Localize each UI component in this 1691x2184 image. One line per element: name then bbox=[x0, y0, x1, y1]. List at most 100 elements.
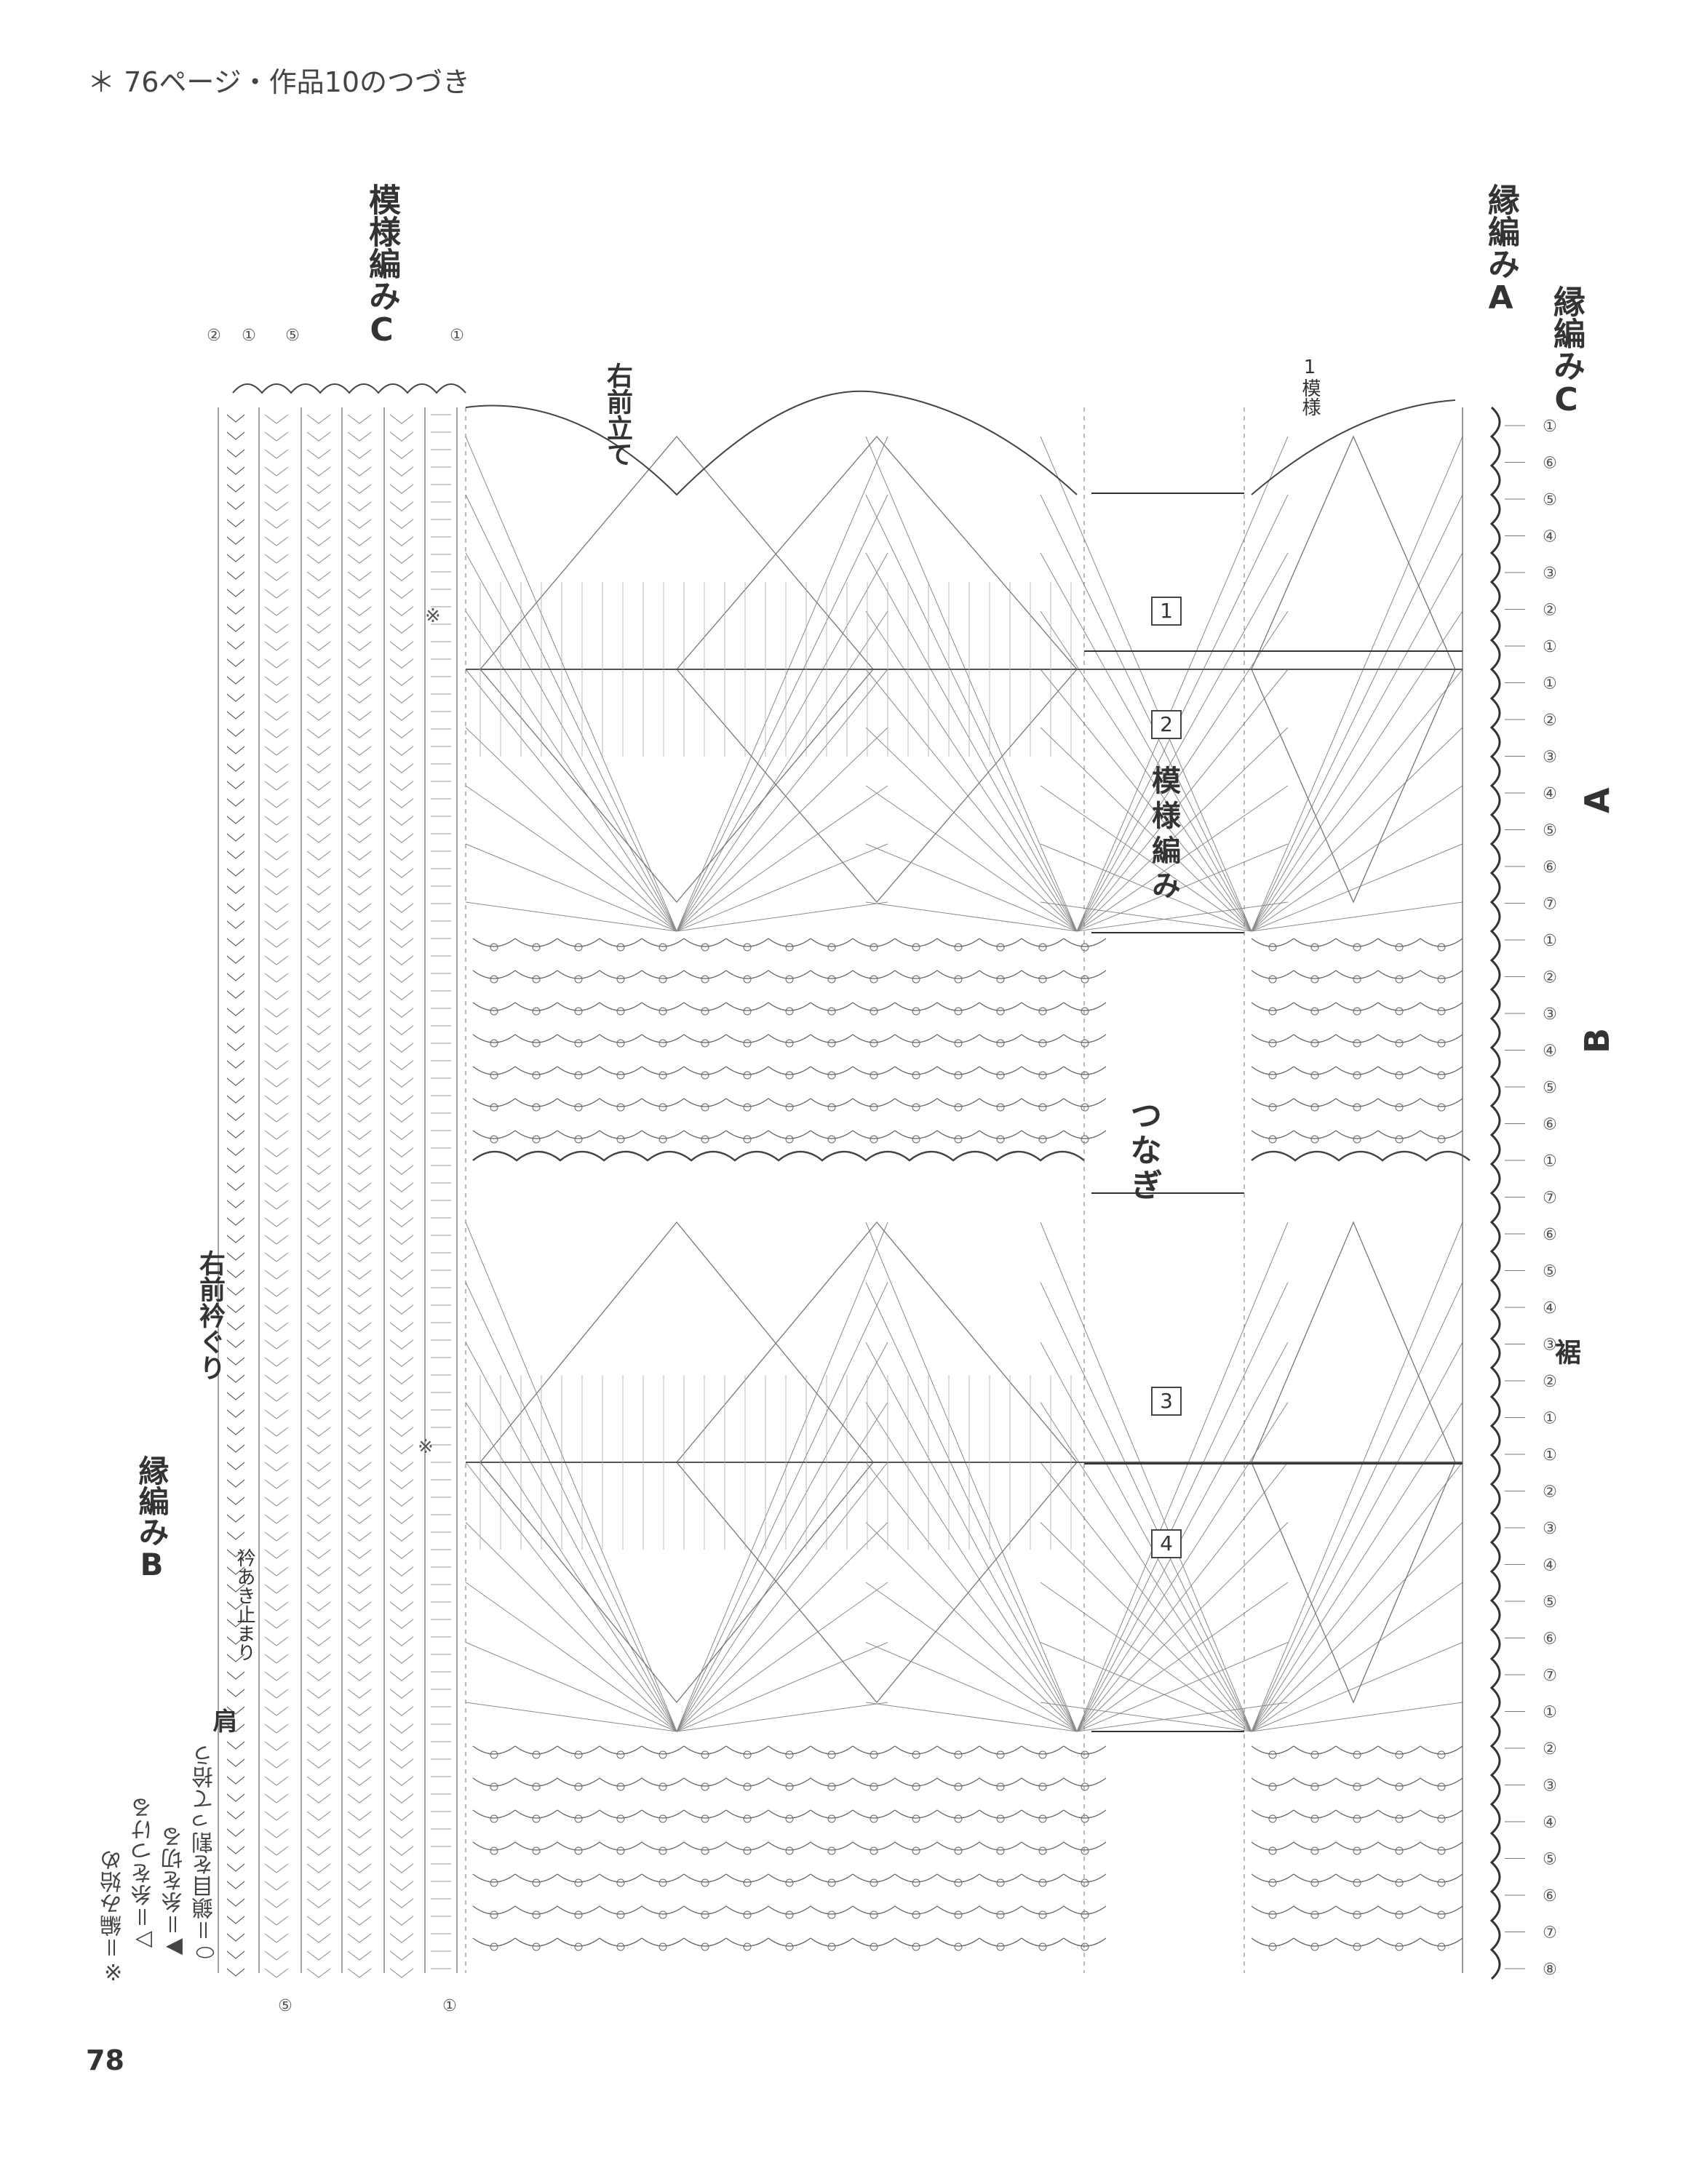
picot bbox=[574, 943, 583, 952]
shell-arc bbox=[894, 1841, 938, 1851]
v-stitch bbox=[226, 1060, 245, 1069]
shell-arc bbox=[1420, 1905, 1463, 1915]
shell-arc bbox=[514, 1937, 558, 1947]
shell-arc bbox=[599, 1905, 642, 1915]
v-stitch bbox=[389, 1968, 414, 1978]
v-stitch bbox=[226, 1357, 245, 1366]
v-stitch bbox=[347, 868, 372, 878]
v-stitch bbox=[306, 1584, 331, 1594]
label-edging-b: 縁編みB bbox=[134, 1455, 170, 1582]
shell-arc bbox=[683, 938, 727, 947]
picot bbox=[743, 1039, 752, 1048]
picot bbox=[1353, 1910, 1361, 1919]
label-pattern-main: 模様編み bbox=[1147, 765, 1180, 905]
picot bbox=[785, 1878, 794, 1887]
picot bbox=[1038, 1878, 1047, 1887]
shell-arc bbox=[1420, 1937, 1463, 1947]
v-stitch bbox=[264, 1933, 289, 1943]
picot bbox=[574, 1846, 583, 1855]
label-shoulder: 肩 bbox=[208, 1708, 237, 1733]
shell-arc bbox=[1293, 1034, 1337, 1043]
v-stitch bbox=[264, 1793, 289, 1804]
v-stitch bbox=[389, 1165, 414, 1175]
shell-arc bbox=[1377, 1937, 1421, 1947]
v-stitch bbox=[226, 868, 245, 877]
fan-line bbox=[1040, 1342, 1252, 1732]
v-stitch bbox=[389, 431, 414, 442]
shell-arc bbox=[683, 1937, 727, 1947]
shell-arc bbox=[557, 1873, 600, 1883]
picot bbox=[1353, 1071, 1361, 1080]
shell-arc bbox=[472, 1777, 516, 1787]
v-stitch bbox=[347, 1112, 372, 1123]
shell-arc bbox=[641, 1809, 685, 1819]
fan-line bbox=[465, 1221, 677, 1732]
v-stitch bbox=[226, 1077, 245, 1086]
row-number: ① bbox=[1543, 418, 1557, 436]
v-stitch bbox=[306, 938, 331, 948]
shell-arc bbox=[641, 1002, 685, 1011]
fan-line bbox=[1040, 843, 1252, 932]
v-stitch bbox=[226, 1811, 245, 1820]
v-stitch bbox=[389, 1793, 414, 1804]
picot bbox=[1310, 975, 1319, 984]
v-stitch bbox=[226, 1374, 245, 1383]
picot bbox=[912, 1039, 920, 1048]
fan-line bbox=[676, 494, 888, 932]
picot bbox=[785, 1103, 794, 1112]
v-stitch bbox=[306, 658, 331, 669]
v-stitch bbox=[264, 1462, 289, 1472]
picot bbox=[701, 1071, 709, 1080]
picot bbox=[912, 1910, 920, 1919]
v-stitch bbox=[264, 484, 289, 494]
v-stitch bbox=[306, 833, 331, 843]
picot bbox=[701, 1846, 709, 1855]
v-stitch bbox=[389, 414, 414, 424]
v-stitch bbox=[306, 1776, 331, 1786]
shell-arc bbox=[1021, 1905, 1065, 1915]
shell-arc bbox=[1420, 1130, 1463, 1139]
picot bbox=[870, 943, 878, 952]
shell-arc bbox=[1063, 1873, 1107, 1883]
picot bbox=[1353, 1007, 1361, 1016]
shell-arc bbox=[557, 1905, 600, 1915]
picot bbox=[996, 1782, 1005, 1791]
v-stitch bbox=[347, 1217, 372, 1227]
picot bbox=[1310, 1814, 1319, 1823]
picot bbox=[659, 1814, 667, 1823]
picot bbox=[827, 1071, 836, 1080]
picot bbox=[743, 1846, 752, 1855]
v-stitch bbox=[347, 431, 372, 442]
shell-arc bbox=[1251, 938, 1294, 947]
shell-arc bbox=[1335, 970, 1379, 979]
fan-line bbox=[865, 494, 1078, 932]
fan-line bbox=[465, 610, 677, 932]
v-stitch bbox=[347, 519, 372, 529]
chart-gridlines bbox=[465, 407, 1463, 1973]
v-stitch bbox=[347, 1304, 372, 1315]
picot bbox=[659, 943, 667, 952]
v-stitch bbox=[389, 641, 414, 651]
shell-arc bbox=[1335, 1034, 1379, 1043]
picot bbox=[659, 1039, 667, 1048]
shell-arc bbox=[683, 1777, 727, 1787]
label-edging-a: 縁編みA bbox=[1482, 183, 1519, 316]
v-stitch bbox=[389, 1025, 414, 1035]
shell-arc bbox=[725, 1809, 769, 1819]
v-stitch bbox=[347, 449, 372, 459]
picot bbox=[912, 1782, 920, 1791]
picot bbox=[1268, 1878, 1277, 1887]
shell-arc bbox=[725, 1905, 769, 1915]
row-number: ⑥ bbox=[1543, 1630, 1557, 1649]
v-stitch bbox=[264, 1828, 289, 1838]
picot bbox=[659, 1071, 667, 1080]
shell-arc bbox=[1251, 1809, 1294, 1819]
shell-arc bbox=[1021, 970, 1065, 979]
picot bbox=[659, 1103, 667, 1112]
shell-arc bbox=[936, 970, 980, 979]
v-stitch bbox=[347, 920, 372, 930]
picot bbox=[1395, 1942, 1404, 1951]
v-stitch bbox=[389, 1374, 414, 1384]
v-stitch bbox=[347, 1427, 372, 1437]
picot bbox=[1395, 1039, 1404, 1048]
